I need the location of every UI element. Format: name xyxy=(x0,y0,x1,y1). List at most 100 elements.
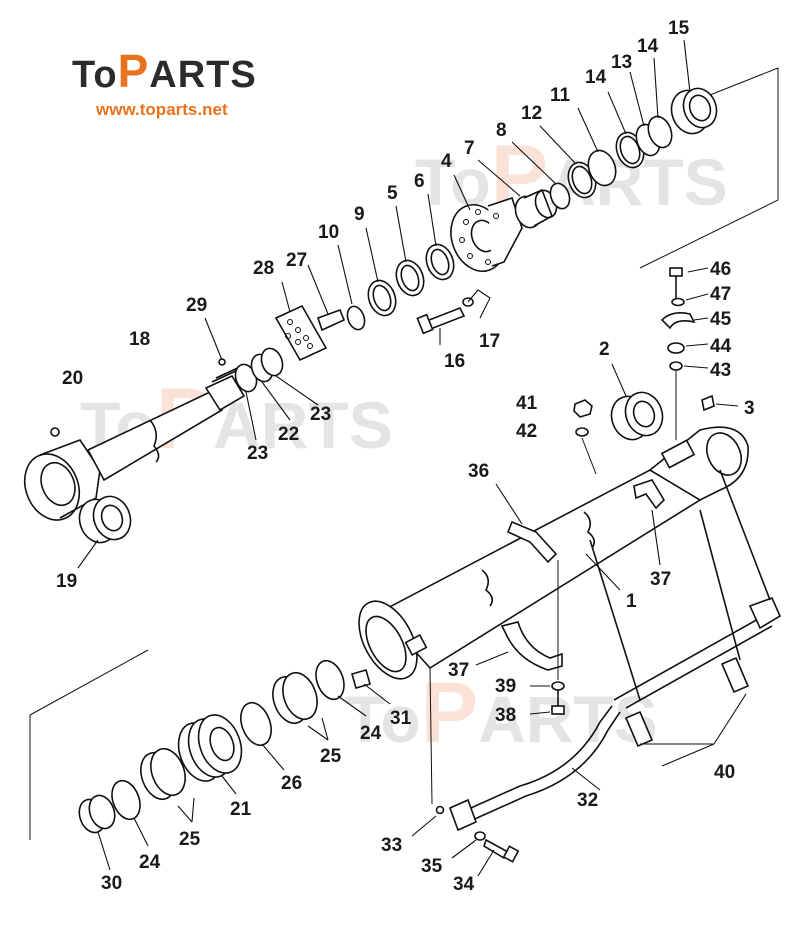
label-6: 6 xyxy=(414,171,425,192)
bolt-16 xyxy=(416,306,466,345)
label-7: 7 xyxy=(464,138,475,159)
label-41: 41 xyxy=(516,393,538,414)
label-45: 45 xyxy=(710,309,732,330)
label-23a: 23 xyxy=(247,443,268,464)
nut-30 xyxy=(78,794,116,871)
oring-43 xyxy=(669,361,709,440)
washer-17 xyxy=(462,289,491,319)
washer-39 xyxy=(530,560,565,691)
label-25b: 25 xyxy=(179,829,201,850)
clamp-37a xyxy=(633,479,666,566)
label-24b: 24 xyxy=(139,852,161,873)
ring-24a xyxy=(315,659,367,717)
logo-url: www.toparts.net xyxy=(96,100,228,119)
label-16: 16 xyxy=(444,351,465,372)
label-18: 18 xyxy=(129,329,150,350)
label-46: 46 xyxy=(710,259,731,280)
plug-33 xyxy=(411,667,445,837)
label-3: 3 xyxy=(744,398,755,419)
cylinder-tube-1 xyxy=(358,426,749,680)
plate-28 xyxy=(274,281,328,362)
label-27: 27 xyxy=(286,250,307,271)
frame-lines xyxy=(29,67,779,840)
label-26: 26 xyxy=(281,773,302,794)
label-8: 8 xyxy=(496,120,507,141)
label-20: 20 xyxy=(62,368,83,389)
logo-arts: ARTS xyxy=(149,54,257,96)
label-2: 2 xyxy=(599,339,610,360)
ring-26 xyxy=(240,701,285,771)
ring-31 xyxy=(351,669,391,705)
label-11: 11 xyxy=(550,85,571,106)
piston-21 xyxy=(177,714,243,795)
bushing-7 xyxy=(477,159,558,229)
label-15: 15 xyxy=(668,18,690,39)
label-47: 47 xyxy=(710,284,731,305)
piston-rod-assembly xyxy=(23,317,246,521)
label-29: 29 xyxy=(186,295,207,316)
label-38: 38 xyxy=(495,705,516,726)
cylinder-head-4 xyxy=(450,174,523,272)
washer-47 xyxy=(671,293,709,307)
label-12: 12 xyxy=(521,103,542,124)
label-37b: 37 xyxy=(448,660,469,681)
label-36: 36 xyxy=(468,461,489,482)
label-44: 44 xyxy=(710,336,732,357)
label-35: 35 xyxy=(421,856,443,877)
label-19: 19 xyxy=(56,571,77,592)
ring-9 xyxy=(365,227,397,317)
logo-brand: ToPARTS xyxy=(72,48,257,96)
ring-11 xyxy=(577,107,617,187)
label-31: 31 xyxy=(390,708,412,729)
logo-p: P xyxy=(117,45,150,97)
clamp-37b xyxy=(475,621,563,671)
bolt-27 xyxy=(307,264,346,332)
seal-25a xyxy=(272,671,329,741)
label-5: 5 xyxy=(387,183,398,204)
pipe-32 xyxy=(448,705,621,832)
label-10: 10 xyxy=(318,222,339,243)
ring-14b xyxy=(647,57,673,149)
bolt-34 xyxy=(477,838,520,877)
ring-8 xyxy=(511,141,571,210)
bushing-19 xyxy=(77,495,132,569)
clamp-45 xyxy=(660,312,709,330)
part-labels: 1 2 3 4 5 6 7 8 9 10 11 12 13 14 14 15 1… xyxy=(56,18,755,895)
label-17: 17 xyxy=(479,331,500,352)
label-30: 30 xyxy=(101,873,122,894)
washer-42 xyxy=(575,427,597,475)
label-33: 33 xyxy=(381,835,402,856)
seal-25b xyxy=(140,747,195,823)
logo-to: To xyxy=(72,54,118,96)
ring-set-22-23 xyxy=(234,347,319,441)
label-43: 43 xyxy=(710,360,731,381)
bolt-46 xyxy=(669,267,709,298)
washer-35 xyxy=(451,831,486,859)
label-13: 13 xyxy=(611,52,632,73)
label-39: 39 xyxy=(495,676,516,697)
label-22: 22 xyxy=(278,424,299,445)
nut-41 xyxy=(573,399,593,418)
ring-10 xyxy=(337,244,366,331)
label-34: 34 xyxy=(453,874,475,895)
bushing-2 xyxy=(610,363,664,441)
ring-5 xyxy=(395,205,425,297)
label-24a: 24 xyxy=(360,723,382,744)
label-32: 32 xyxy=(577,790,598,811)
bolt-38 xyxy=(529,690,565,715)
label-21: 21 xyxy=(230,799,252,820)
grease-fitting-3 xyxy=(701,394,739,412)
ring-24b xyxy=(111,779,149,847)
label-37a: 37 xyxy=(650,569,671,590)
label-28: 28 xyxy=(253,258,274,279)
toparts-logo: ToPARTS www.toparts.net xyxy=(72,48,257,120)
label-1: 1 xyxy=(626,591,637,612)
plug-44 xyxy=(667,342,709,354)
label-14a: 14 xyxy=(585,67,607,88)
label-4: 4 xyxy=(441,151,452,172)
clamp-36 xyxy=(495,483,558,564)
label-42: 42 xyxy=(516,421,537,442)
dust-seal-15 xyxy=(670,39,718,135)
